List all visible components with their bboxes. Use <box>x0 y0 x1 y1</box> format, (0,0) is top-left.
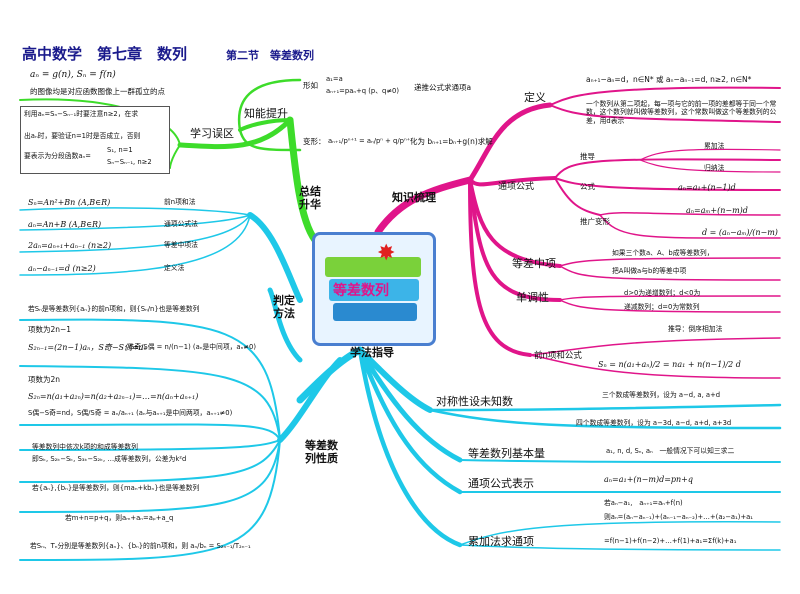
branch-summary: 总结升华 <box>299 185 321 211</box>
form-desc: 递推公式求通项a <box>414 83 472 92</box>
prop-ratio: 若Sₙ、Tₙ分别是等差数列{aₙ}、{bₙ}的前n项和，则 aₙ/bₙ = S₂… <box>30 542 251 550</box>
judge-formula: Sₙ=An²+Bn (A,B∈R) <box>28 198 111 207</box>
acc-1: 若aₙ−a₁, aₙ₊₁=aₙ+f(n) <box>604 499 683 507</box>
judge-formula: aₙ=An+B (A,B∈R) <box>28 220 102 229</box>
mid-desc-2: 把A叫做a与b的等差中项 <box>612 267 687 275</box>
branch-knowledge: 知识梳理 <box>392 191 436 204</box>
def-desc: 一个数列从第二项起，每一项与它的前一项的差都等于同一个常数，这个数列就叫做等差数… <box>586 100 777 125</box>
judge-method-label: 定义法 <box>164 264 185 272</box>
center-node: ✸ 等差数列 <box>312 232 436 346</box>
page-title: 高中数学 第七章 数列 <box>22 45 188 63</box>
transform-label: 变形： <box>303 137 326 146</box>
acc-label: 累加法求通项 <box>468 535 534 548</box>
mid-label: 等差中项 <box>512 257 556 270</box>
judge-formula: 2aₙ=aₙ₊₁+aₙ₋₁ (n≥2) <box>28 241 112 250</box>
function-note: 的图像均是对应函数图像上一群孤立的点 <box>30 87 165 96</box>
prop-sn-over-n: 若Sₙ是等差数列{aₙ}的前n项和，则{Sₙ/n}也是等差数列 <box>28 305 200 313</box>
basic-label: 等差数列基本量 <box>468 447 545 460</box>
book-illustration-2 <box>329 279 419 301</box>
odd-title: 项数为2n−1 <box>28 325 72 334</box>
sum-label: 前n项和公式 <box>534 351 582 361</box>
branch-improve: 知能提升 <box>244 107 288 120</box>
sum-derive: 推导：倒序相加法 <box>668 325 723 333</box>
formula-label: 公式 <box>580 182 595 191</box>
book-illustration-3 <box>333 303 417 321</box>
derive-label: 推导 <box>580 152 595 161</box>
mistake-line-2: 出aₙ时，要验证n=1时是否成立，否则 <box>24 132 141 140</box>
branch-mistakes: 学习误区 <box>190 127 234 140</box>
judge-method-label: 前n项和法 <box>164 198 196 206</box>
mistake-line-3: 要表示为分段函数aₙ= <box>24 152 91 160</box>
center-label: 等差数列 <box>333 283 389 299</box>
prop-linear-comb: 若{aₙ},{bₙ}是等差数列，则{maₙ+kbₙ}也是等差数列 <box>32 484 200 492</box>
transform-desc: 化为 bₙ₊₁=bₙ+g(n)求解 <box>410 137 493 146</box>
derive-1: 累加法 <box>704 142 725 150</box>
sym-label: 对称性设未知数 <box>436 395 513 408</box>
form-2: aₙ₊₁=paₙ+q (p、q≠0) <box>326 87 399 95</box>
ext-label: 推广变形 <box>580 217 610 226</box>
sym-2: 四个数成等差数列，设为 a−3d, a−d, a+d, a+3d <box>576 419 732 427</box>
mono-2: 递减数列；d=0为常数列 <box>624 303 700 311</box>
judge-method-label: 通项公式法 <box>164 220 198 228</box>
odd-formula-1: S₂ₙ₋₁=(2n−1)aₙ，S奇−S偶=aₙ <box>28 343 147 352</box>
branch-judge: 判定方法 <box>273 294 295 320</box>
general-label: 通项公式 <box>498 182 535 192</box>
prop-k-sum-b: 即Sₖ, S₂ₖ−Sₖ, S₃ₖ−S₂ₖ, …成等差数列，公差为k²d <box>32 455 187 463</box>
ext-formula-1: aₙ=aₘ+(n−m)d <box>686 206 748 215</box>
mid-desc-1: 如果三个数a、A、b成等差数列， <box>612 249 714 257</box>
form-1: a₁=a <box>326 75 343 83</box>
even-formula-1: S₂ₙ=n(a₁+a₂ₙ)=n(a₂+a₂ₙ₋₁)=…=n(aₙ+aₙ₊₁) <box>28 392 199 401</box>
basic-desc: a₁, n, d, Sₙ, aₙ 一般情况下可以知三求二 <box>606 447 735 455</box>
derive-2: 归纳法 <box>704 164 725 172</box>
prop-k-sum-a: 等差数列中依次k项的和成等差数列 <box>32 443 138 451</box>
sum-formula: Sₙ = n(a₁+aₙ)/2 = na₁ + n(n−1)/2 d <box>598 360 741 369</box>
odd-formula-2: S奇/S偶 = n/(n−1) (aₙ是中间项，aₙ≠0) <box>130 343 256 351</box>
function-formula: aₙ = g(n), Sₙ = f(n) <box>30 70 116 80</box>
acc-3: =f(n−1)+f(n−2)+…+f(1)+a₁=Σf(k)+a₁ <box>604 537 737 545</box>
gen-label: 通项公式表示 <box>468 477 534 490</box>
book-illustration <box>325 257 421 277</box>
prop-index-sum: 若m+n=p+q，则aₘ+aₙ=aₚ+a_q <box>65 514 174 522</box>
acc-2: 则aₙ=(aₙ−aₙ₋₁)+(aₙ₋₁−aₙ₋₂)+…+(a₂−a₁)+a₁ <box>604 513 754 521</box>
section-title: 第二节 等差数列 <box>226 49 314 62</box>
even-title: 项数为2n <box>28 375 61 384</box>
even-formula-2: S偶−S奇=nd，S偶/S奇 = aₙ/aₙ₊₁ (aₙ与aₙ₊₁是中间两项，a… <box>28 409 233 417</box>
def-label: 定义 <box>524 91 546 104</box>
branch-method: 学法指导 <box>350 346 394 359</box>
ext-formula-2: d = (aₙ−aₘ)/(n−m) <box>702 228 778 237</box>
judge-method-label: 等差中项法 <box>164 241 198 249</box>
piece-1: S₁, n=1 <box>107 146 133 154</box>
transform-formula: aₙ₊₁/pⁿ⁺¹ = aₙ/pⁿ + q/pⁿ⁺¹ <box>328 137 413 145</box>
mono-1: d>0为递增数列；d<0为 <box>624 289 701 297</box>
mono-label: 单调性 <box>516 291 549 304</box>
def-formula: aₙ₊₁−aₙ=d，n∈N* 或 aₙ−aₙ₋₁=d, n≥2, n∈N* <box>586 75 752 84</box>
sym-1: 三个数成等差数列，设为 a−d, a, a+d <box>602 391 721 399</box>
piece-2: Sₙ−Sₙ₋₁, n≥2 <box>107 158 152 166</box>
form-label: 形如 <box>303 81 318 90</box>
mistake-line-1: 利用aₙ=Sₙ−Sₙ₋₁时要注意n≥2，在求 <box>24 110 139 118</box>
general-formula: aₙ=a₁+(n−1)d <box>678 183 736 192</box>
mistake-box: 利用aₙ=Sₙ−Sₙ₋₁时要注意n≥2，在求 出aₙ时，要验证n=1时是否成立，… <box>20 106 170 174</box>
gen-desc: aₙ=a₁+(n−m)d=pn+q <box>604 475 693 484</box>
judge-formula: aₙ−aₙ₋₁=d (n≥2) <box>28 264 96 273</box>
branch-property: 等差数列性质 <box>305 439 338 465</box>
maple-leaf-icon: ✸ <box>377 241 396 266</box>
